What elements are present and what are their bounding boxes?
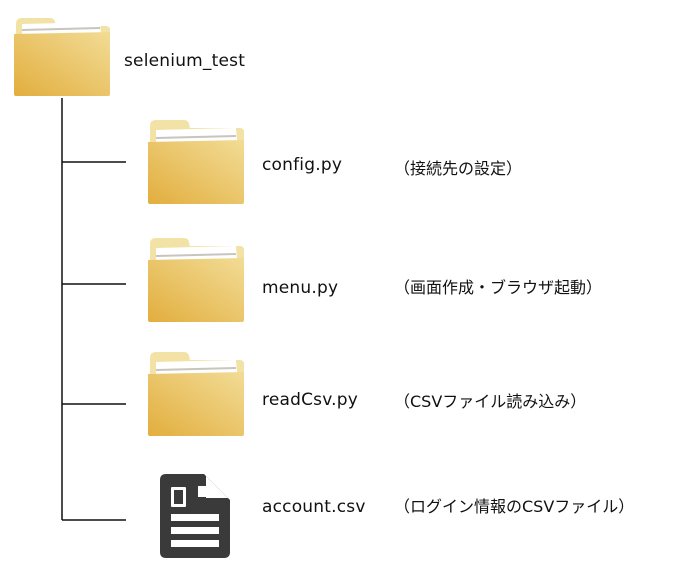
file-description: （ログイン情報のCSVファイル）: [394, 497, 635, 516]
folder-icon[interactable]: [148, 120, 244, 204]
file-label: menu.py: [262, 278, 339, 298]
root-folder-icon[interactable]: [14, 18, 110, 96]
file-label: readCsv.py: [262, 390, 359, 410]
file-description: （画面作成・ブラウザ起動）: [394, 278, 603, 297]
file-description: （CSVファイル読み込み）: [394, 392, 587, 411]
file-label: account.csv: [262, 497, 366, 517]
folder-icon[interactable]: [148, 238, 244, 322]
document-icon[interactable]: [160, 474, 230, 558]
root-folder-label: selenium_test: [124, 51, 246, 71]
file-description: （接続先の設定）: [394, 159, 523, 178]
folder-icon[interactable]: [148, 352, 244, 436]
file-label: config.py: [262, 155, 343, 175]
